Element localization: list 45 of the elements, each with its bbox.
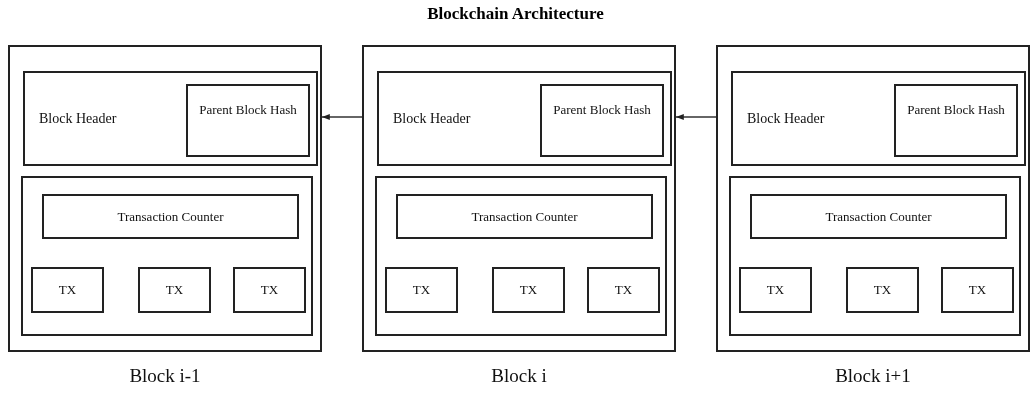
arrow [321,113,363,121]
transaction-box [492,267,565,313]
transaction-box [941,267,1014,313]
transaction-box [233,267,306,313]
transaction-box [31,267,104,313]
box-label: TX [518,282,539,298]
body-box [375,176,667,336]
box-label: TX [872,282,893,298]
transaction-box [385,267,458,313]
block-caption: Block i-1 [128,365,202,387]
box-label: TX [765,282,786,298]
box-label: Transaction Counter [116,208,225,225]
hash-box [540,84,664,157]
hash-box [186,84,310,157]
counter-box [750,194,1007,239]
arrow [675,113,717,121]
box-label: Parent Block Hash [552,101,652,119]
box-label: Block Header [393,111,471,127]
hash-box [894,84,1018,157]
transaction-box [846,267,919,313]
counter-box [42,194,299,239]
counter-box [396,194,653,239]
header-box [23,71,318,166]
body-box [729,176,1021,336]
box-label: Transaction Counter [470,208,579,225]
block-caption: Block i+1 [834,365,912,387]
box-label: Parent Block Hash [906,101,1006,119]
box-label: TX [259,282,280,298]
box-label: TX [164,282,185,298]
header-box [377,71,672,166]
box-label: Transaction Counter [824,208,933,225]
box-label: TX [967,282,988,298]
box-label: Block Header [747,111,825,127]
box-label: TX [613,282,634,298]
box-label: Parent Block Hash [198,101,298,119]
body-box [21,176,313,336]
box-label: TX [57,282,78,298]
box-label: TX [411,282,432,298]
transaction-box [587,267,660,313]
header-box [731,71,1026,166]
block-caption: Block i [490,365,548,387]
transaction-box [739,267,812,313]
transaction-box [138,267,211,313]
diagram-title: Blockchain Architecture [426,4,605,24]
box-label: Block Header [39,111,117,127]
